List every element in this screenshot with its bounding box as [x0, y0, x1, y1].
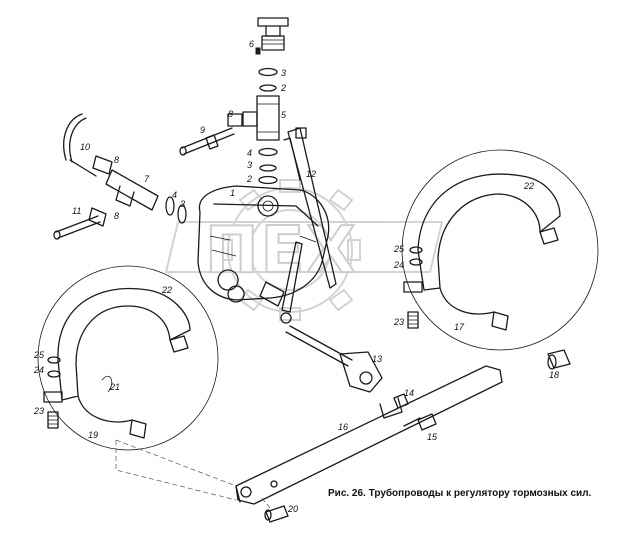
- callout-25: 25: [393, 244, 405, 254]
- callout-16: 16: [338, 422, 348, 432]
- callout-4: 4: [247, 148, 252, 158]
- callout-12: 12: [306, 169, 316, 179]
- callout-22: 22: [523, 181, 534, 191]
- callout-8: 8: [114, 211, 119, 221]
- brake-regulator-body: [197, 127, 337, 324]
- callout-9: 9: [200, 125, 205, 135]
- callout-2: 2: [246, 174, 252, 184]
- right-clamp-assembly: [401, 149, 599, 370]
- callout-23: 23: [33, 406, 44, 416]
- linkage-assembly: [235, 325, 503, 523]
- callout-17: 17: [454, 322, 465, 332]
- left-pipe-fittings: [53, 113, 187, 240]
- callout-13: 13: [372, 354, 382, 364]
- callout-11: 11: [72, 206, 81, 216]
- callout-24: 24: [33, 365, 44, 375]
- callout-22: 22: [161, 285, 172, 295]
- callout-6: 6: [249, 39, 254, 49]
- vertical-pipe-stack: [179, 17, 289, 185]
- callout-18: 18: [549, 370, 559, 380]
- callout-23: 23: [393, 317, 404, 327]
- callout-labels: 6 3 2 8 5 9 4 3 2 1 10 8 7 8 4 3 11 12 2…: [33, 39, 559, 514]
- callout-20: 20: [287, 504, 298, 514]
- callout-4: 4: [172, 190, 177, 200]
- left-clamp-assembly: [37, 265, 237, 501]
- callout-19: 19: [88, 430, 98, 440]
- callout-24: 24: [393, 260, 404, 270]
- figure-caption: Рис. 26. Трубопроводы к регулятору тормо…: [328, 488, 592, 499]
- callout-25: 25: [33, 350, 45, 360]
- callout-8: 8: [228, 109, 233, 119]
- callout-14: 14: [404, 388, 414, 398]
- callout-1: 1: [230, 188, 235, 198]
- callout-3: 3: [180, 199, 185, 209]
- callout-3: 3: [281, 68, 286, 78]
- callout-10: 10: [80, 142, 90, 152]
- callout-7: 7: [144, 174, 150, 184]
- callout-2: 2: [280, 83, 286, 93]
- callout-8: 8: [114, 155, 119, 165]
- callout-3: 3: [247, 160, 252, 170]
- watermark-text: ПЕХ: [205, 214, 358, 288]
- callout-5: 5: [281, 110, 287, 120]
- callout-15: 15: [427, 432, 438, 442]
- callout-21: 21: [109, 382, 120, 392]
- watermark: ПЕХ: [164, 179, 444, 321]
